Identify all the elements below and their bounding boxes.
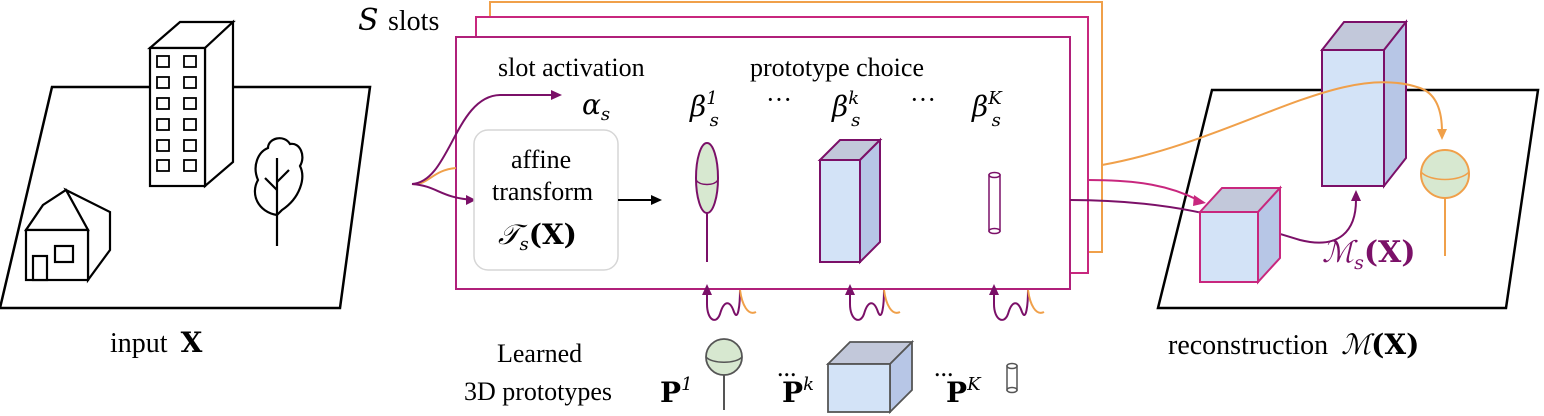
- input-arrows: [411, 90, 562, 205]
- beta-dots-left: ···: [766, 85, 792, 114]
- transform-symbol: 𝒯s(X): [498, 218, 577, 255]
- prototype-k-symbol: Pk: [782, 374, 814, 409]
- prototype-sphere-icon: [705, 338, 743, 410]
- transform-arrow: [618, 195, 662, 205]
- house-icon: [23, 187, 112, 284]
- prototype-choice-label: prototype choice: [750, 53, 924, 82]
- transformed-box-icon: [817, 137, 883, 265]
- affine-label: affine: [511, 145, 571, 174]
- alpha-symbol: αs: [582, 88, 610, 125]
- prototype-1-symbol: P1: [660, 374, 693, 409]
- prototype-dots-right: ...: [934, 353, 954, 382]
- prototype-feed-arrows: [702, 284, 1045, 321]
- prototypes-caption: 3D prototypes: [464, 377, 612, 406]
- reconstructed-small-box: [1197, 185, 1283, 285]
- slot-activation-label: slot activation: [498, 53, 645, 82]
- transformed-cylinder-icon: [988, 171, 1001, 235]
- transform-label: transform: [492, 177, 593, 206]
- reconstructed-sphere: [1420, 149, 1470, 256]
- tree-icon: [253, 137, 304, 246]
- prototype-cylinder-icon: [1006, 362, 1018, 394]
- slots-variable: S: [358, 3, 379, 38]
- slots-word: slots: [388, 6, 439, 37]
- learned-label: Learned: [497, 339, 582, 368]
- input-label: input X: [110, 326, 203, 359]
- output-label: reconstruction ℳ(X): [1168, 328, 1419, 361]
- prototype-dots-left: ...: [777, 353, 797, 382]
- input-scene: input X: [0, 19, 372, 359]
- building-icon: [147, 19, 236, 189]
- prototype-K-symbol: PK: [946, 374, 982, 409]
- beta-dots-right: ···: [910, 85, 936, 114]
- reconstructed-tall-box: [1319, 19, 1409, 189]
- transformed-sphere-icon: [695, 142, 719, 262]
- mask-label: ℳs(X): [1322, 235, 1416, 274]
- prototype-box-icon: [825, 339, 915, 415]
